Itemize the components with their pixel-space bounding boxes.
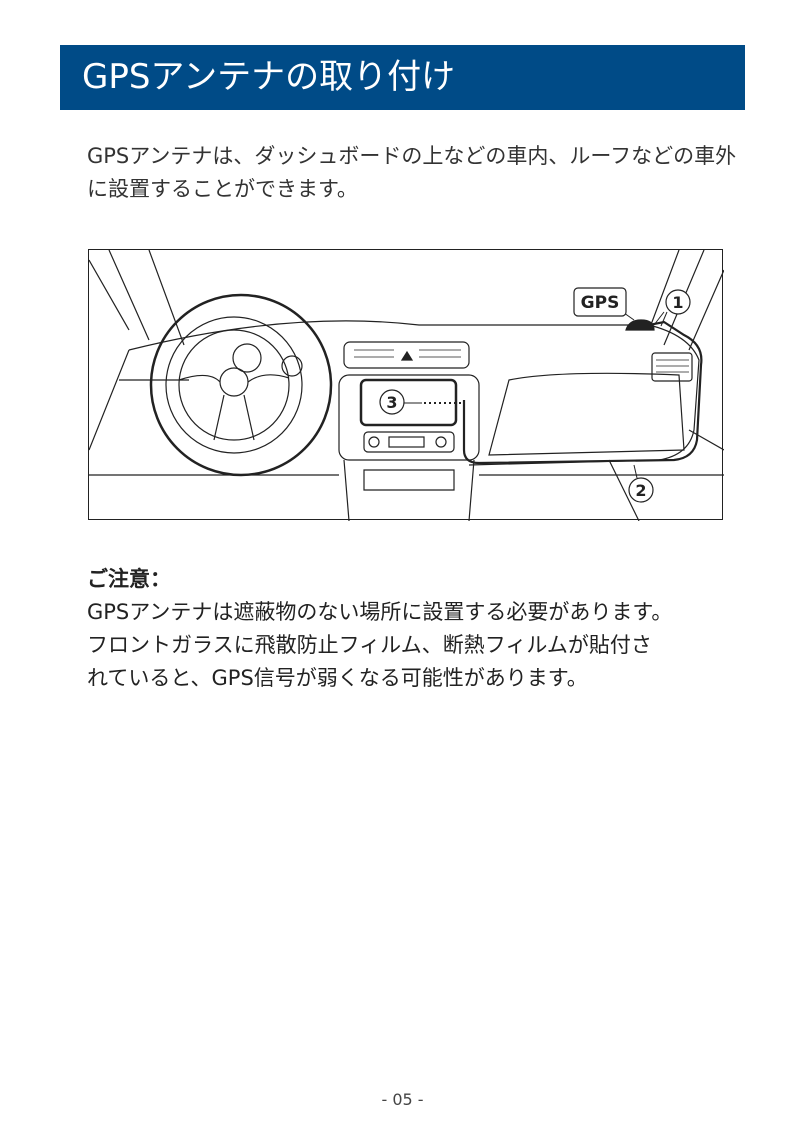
callout-3: 3 xyxy=(386,393,397,412)
note-line: フロントガラスに飛散防止フィルム、断熱フィルムが貼付さ xyxy=(87,633,652,657)
note-body: GPSアンテナは遮蔽物のない場所に設置する必要があります。 フロントガラスに飛散… xyxy=(87,596,757,695)
gps-antenna xyxy=(625,319,655,331)
left-pillar xyxy=(89,250,185,346)
antenna-cable xyxy=(462,320,703,465)
callout-2: 2 xyxy=(635,481,646,500)
dashboard-illustration: GPS 1 2 3 xyxy=(88,249,724,521)
page-title: GPSアンテナの取り付け xyxy=(82,57,456,97)
note-title: ご注意： xyxy=(87,567,171,591)
intro-paragraph: GPSアンテナは、ダッシュボードの上などの車内、ルーフなどの車外に設置することが… xyxy=(87,144,737,201)
note-line: れていると、GPS信号が弱くなる可能性があります。 xyxy=(87,666,588,690)
note-line: GPSアンテナは遮蔽物のない場所に設置する必要があります。 xyxy=(87,600,673,624)
section-header: GPSアンテナの取り付け xyxy=(60,45,745,110)
gps-label: GPS xyxy=(581,293,620,313)
page-number: - 05 - xyxy=(381,1090,424,1109)
callout-1: 1 xyxy=(672,293,683,312)
